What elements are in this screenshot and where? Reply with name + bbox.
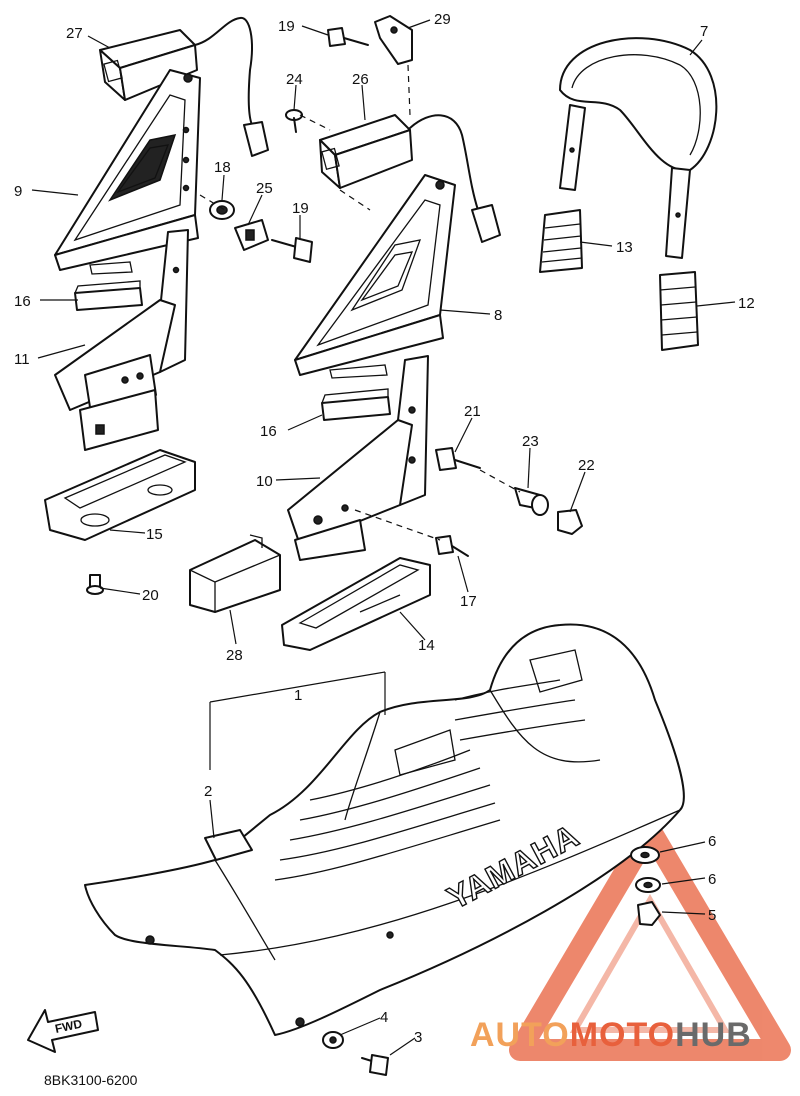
part-5-nut <box>637 901 661 926</box>
watermark-part-2: MOTO <box>570 1016 675 1054</box>
label-12: 12 <box>738 295 755 312</box>
part-23-collar <box>514 487 549 516</box>
label-17: 17 <box>460 593 477 610</box>
label-8: 8 <box>494 307 502 324</box>
label-13: 13 <box>616 239 633 256</box>
label-9: 9 <box>14 183 22 200</box>
part-24-screw <box>285 109 303 133</box>
part-17-bolt <box>435 535 469 557</box>
part-25-clip <box>234 219 269 251</box>
part-20-screw <box>86 574 104 595</box>
label-26: 26 <box>352 71 369 88</box>
part-18-grommet <box>209 200 235 220</box>
watermark-part-1: AUTO <box>470 1016 570 1054</box>
part-16-plate-b <box>321 388 391 421</box>
part-13-boot <box>539 209 583 273</box>
part-22-nut <box>557 509 583 535</box>
label-28: 28 <box>226 647 243 664</box>
label-1: 1 <box>294 687 302 704</box>
part-10-bracket <box>287 355 429 561</box>
label-16b: 16 <box>260 423 277 440</box>
watermark-logo <box>509 819 791 1061</box>
catalog-code: 8BK3100-6200 <box>44 1072 138 1088</box>
label-29: 29 <box>434 11 451 28</box>
part-2-bracket <box>204 829 253 861</box>
label-20: 20 <box>142 587 159 604</box>
part-26-switch <box>319 114 501 243</box>
part-8-backrest-frame <box>294 174 456 379</box>
label-4: 4 <box>380 1009 388 1026</box>
watermark-wordmark: AUTOMOTOHUB <box>470 1016 752 1054</box>
label-5: 5 <box>708 907 716 924</box>
label-2: 2 <box>204 783 212 800</box>
part-11-bracket <box>54 229 189 451</box>
label-27: 27 <box>66 25 83 42</box>
part-28-cover <box>189 534 281 613</box>
fwd-arrow: FWD <box>27 1009 99 1053</box>
label-21: 21 <box>464 403 481 420</box>
label-19a: 19 <box>278 18 295 35</box>
leader-lines <box>31 19 736 1056</box>
label-24: 24 <box>286 71 303 88</box>
label-6a: 6 <box>708 833 716 850</box>
label-16a: 16 <box>14 293 31 310</box>
part-27-switch <box>99 16 269 157</box>
part-labels: 27 19 29 7 24 26 9 18 25 19 13 12 16 8 1… <box>14 11 755 1046</box>
label-25: 25 <box>256 180 273 197</box>
label-7: 7 <box>700 23 708 40</box>
label-19b: 19 <box>292 200 309 217</box>
label-10: 10 <box>256 473 273 490</box>
part-16-plate-a <box>74 280 143 311</box>
part-12-boot <box>659 271 699 351</box>
label-6b: 6 <box>708 871 716 888</box>
part-9-backrest-frame <box>54 69 201 275</box>
label-23: 23 <box>522 433 539 450</box>
assembly-lines <box>199 64 521 541</box>
label-22: 22 <box>578 457 595 474</box>
watermark-part-3: HUB <box>675 1016 752 1054</box>
label-18: 18 <box>214 159 231 176</box>
label-14: 14 <box>418 637 435 654</box>
part-7-backrest <box>559 37 718 259</box>
label-15: 15 <box>146 526 163 543</box>
part-19-bolt-a <box>271 237 313 263</box>
label-11: 11 <box>14 351 30 368</box>
part-1-seat <box>84 623 685 1036</box>
part-21-bolt <box>435 447 481 471</box>
part-29-bracket <box>374 15 413 65</box>
label-3: 3 <box>414 1029 422 1046</box>
part-19-bolt-b <box>327 27 369 47</box>
part-6-washer-b <box>635 877 661 893</box>
part-6-washer-a <box>630 846 660 864</box>
part-15-armrest-pad <box>44 449 196 541</box>
part-14-armrest-pad <box>281 557 431 651</box>
part-3-bolt <box>361 1054 389 1076</box>
svg-text:AUTOMOTOHUB: AUTOMOTOHUB <box>470 1016 752 1054</box>
part-4-washer <box>322 1031 344 1049</box>
fwd-arrow-label: FWD <box>54 1016 84 1035</box>
